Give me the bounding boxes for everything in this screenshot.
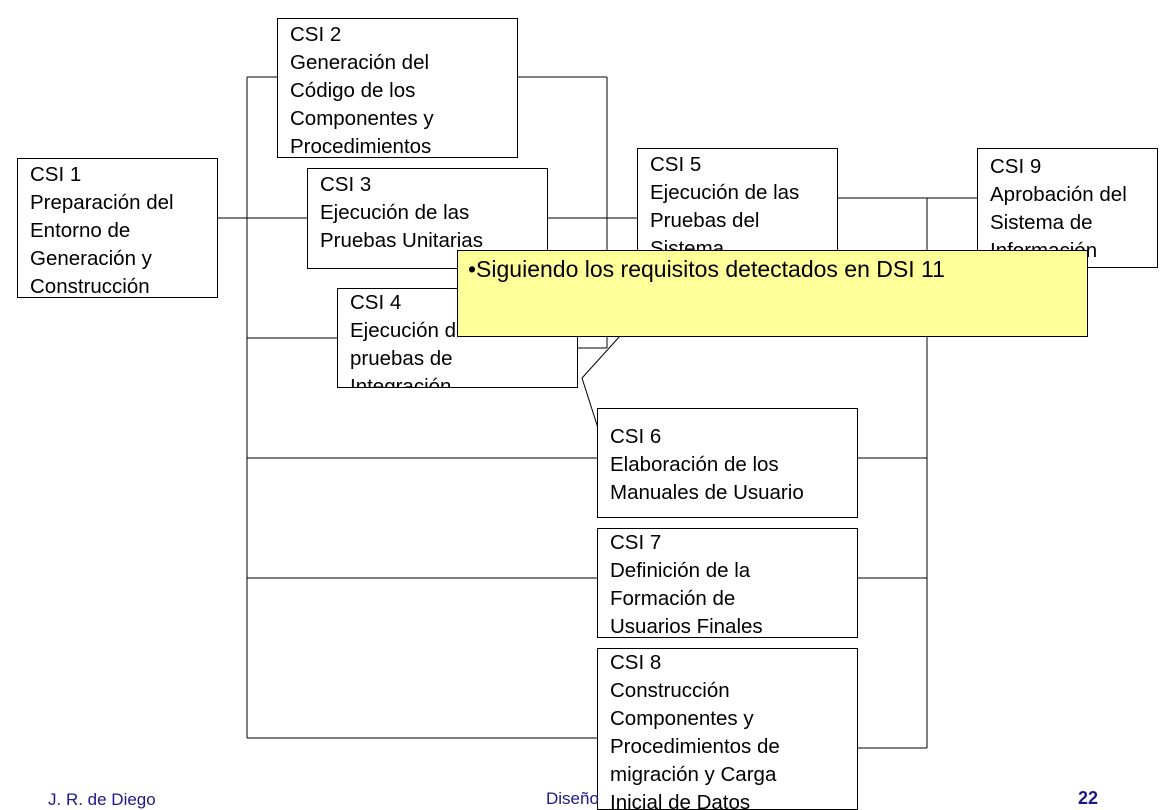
node-csi3-line: Ejecución de las [320,201,470,224]
node-csi3-line: Pruebas Unitarias [320,229,483,252]
node-csi1-line: Construcción [30,275,150,298]
node-csi4-line: Integración [350,375,452,388]
callout-text: •Siguiendo los requisitos detectados en … [468,256,945,282]
node-csi2-line: Generación del [290,51,430,74]
node-csi2: CSI 2 Generación del Código de los Compo… [277,18,518,158]
node-csi2-title: CSI 2 [290,23,342,46]
node-csi5-line: Pruebas del [650,209,760,232]
node-csi8-line: migración y Carga [610,763,777,786]
node-csi8: CSI 8 Construcción Componentes y Procedi… [597,648,858,810]
node-csi2-line: Componentes y [290,107,434,130]
node-csi9-line: Aprobación del [990,183,1127,206]
node-csi1-title: CSI 1 [30,163,82,186]
node-csi9-line: Sistema de [990,211,1093,234]
node-csi9-title: CSI 9 [990,155,1042,178]
node-csi8-line: Inicial de Datos [610,791,751,810]
node-csi7: CSI 7 Definición de la Formación de Usua… [597,528,858,638]
node-csi7-title: CSI 7 [610,531,662,554]
node-csi7-line: Definición de la [610,559,751,582]
node-csi5-line: Ejecución de las [650,181,800,204]
page-number: 22 [1078,788,1099,808]
footer-title: Diseño [546,789,599,808]
node-csi7-line: Formación de [610,587,736,610]
node-csi6-line: Elaboración de los [610,453,779,476]
node-csi6: CSI 6 Elaboración de los Manuales de Usu… [597,408,858,518]
node-csi1-line: Preparación del [30,191,174,214]
node-csi8-line: Procedimientos de [610,735,780,758]
node-csi1: CSI 1 Preparación del Entorno de Generac… [17,158,218,298]
node-csi1-line: Entorno de [30,219,131,242]
node-csi8-line: Construcción [610,679,730,702]
node-csi8-line: Componentes y [610,707,754,730]
node-csi2-line: Código de los [290,79,416,102]
node-csi4-title: CSI 4 [350,291,402,314]
node-csi6-line: Manuales de Usuario [610,481,804,504]
node-csi3-title: CSI 3 [320,173,372,196]
node-csi2-line: Procedimientos [290,135,432,158]
node-csi6-title: CSI 6 [610,425,662,448]
node-csi9: CSI 9 Aprobación del Sistema de Informac… [977,148,1158,268]
node-csi1-line: Generación y [30,247,152,270]
node-csi4-line: pruebas de [350,347,453,370]
footer-author: J. R. de Diego [48,790,156,809]
node-csi7-line: Usuarios Finales [610,615,763,638]
callout-note: •Siguiendo los requisitos detectados en … [457,250,1088,337]
node-csi8-title: CSI 8 [610,651,662,674]
node-csi5-title: CSI 5 [650,153,702,176]
